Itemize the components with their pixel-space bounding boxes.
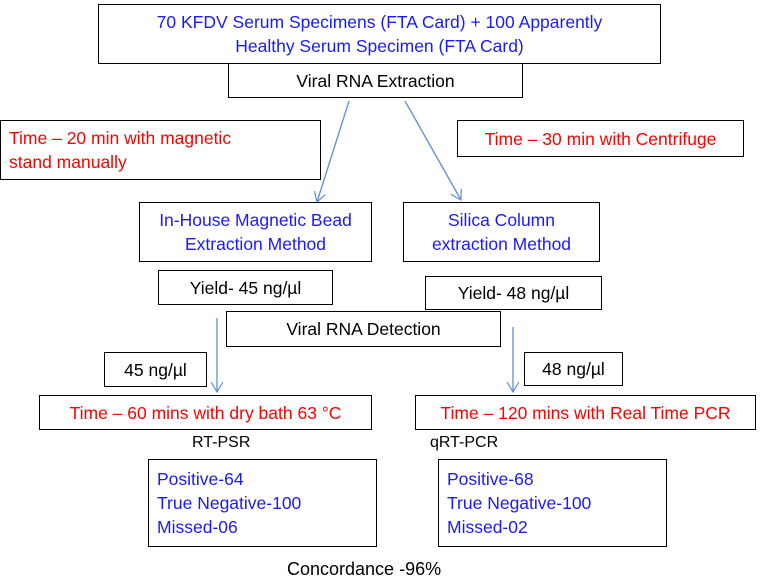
arrow-to-silica-method <box>404 100 461 200</box>
magnetic-method-line-2: Extraction Method <box>184 234 327 254</box>
time-magnetic-line-2: stand manually <box>9 152 127 172</box>
time-centrifuge-label: Time – 30 min with Centrifuge <box>484 128 717 149</box>
results-right-true-negative: True Negative-100 <box>447 493 592 513</box>
time-pcr-label: Time – 120 mins with Real Time PCR <box>440 402 731 423</box>
magnetic-method-line-1: In-House Magnetic Bead <box>159 210 352 230</box>
results-left-true-negative: True Negative-100 <box>157 493 302 513</box>
specimens-box: 70 KFDV Serum Specimens (FTA Card) + 100… <box>98 4 661 64</box>
yield-magnetic-box: Yield- 45 ng/µl <box>158 270 333 305</box>
input-right-box: 48 ng/µl <box>524 352 623 386</box>
label-qrt-pcr: qRT-PCR <box>430 434 499 451</box>
yield-magnetic-label: Yield- 45 ng/µl <box>189 277 302 298</box>
concordance-label: Concordance -96% <box>287 559 442 579</box>
silica-method-line-1: Silica Column <box>448 210 555 230</box>
results-left-positive: Positive-64 <box>157 469 244 489</box>
magnetic-method-box: In-House Magnetic Bead Extraction Method <box>139 202 372 262</box>
input-left-box: 45 ng/µl <box>104 352 207 387</box>
extraction-label: Viral RNA Extraction <box>296 70 455 91</box>
time-dry-bath-box: Time – 60 mins with dry bath 63 °C <box>39 395 372 430</box>
time-magnetic-line-1: Time – 20 min with magnetic <box>9 128 232 148</box>
input-right-label: 48 ng/µl <box>542 359 605 379</box>
extraction-box: Viral RNA Extraction <box>228 63 523 98</box>
yield-silica-box: Yield- 48 ng/µl <box>425 276 602 310</box>
results-left-missed: Missed-06 <box>157 517 238 537</box>
arrow-to-magnetic-method <box>317 100 350 202</box>
yield-silica-label: Yield- 48 ng/µl <box>457 283 570 303</box>
time-centrifuge-box: Time – 30 min with Centrifuge <box>457 120 744 157</box>
time-pcr-box: Time – 120 mins with Real Time PCR <box>415 395 756 430</box>
time-dry-bath-label: Time – 60 mins with dry bath 63 °C <box>69 402 342 423</box>
time-magnetic-box: Time – 20 min with magnetic stand manual… <box>0 120 321 180</box>
specimens-line-1: 70 KFDV Serum Specimens (FTA Card) + 100… <box>156 12 603 32</box>
results-right-missed: Missed-02 <box>447 517 528 537</box>
results-left-box: Positive-64 True Negative-100 Missed-06 <box>148 459 377 547</box>
results-right-box: Positive-68 True Negative-100 Missed-02 <box>438 459 667 547</box>
detection-box: Viral RNA Detection <box>226 311 501 347</box>
silica-method-box: Silica Column extraction Method <box>403 202 600 262</box>
detection-label: Viral RNA Detection <box>286 319 441 339</box>
results-right-positive: Positive-68 <box>447 469 534 489</box>
specimens-line-2: Healthy Serum Specimen (FTA Card) <box>235 36 524 56</box>
label-rt-psr: RT-PSR <box>192 434 251 451</box>
silica-method-line-2: extraction Method <box>431 234 572 254</box>
input-left-label: 45 ng/µl <box>124 359 187 380</box>
